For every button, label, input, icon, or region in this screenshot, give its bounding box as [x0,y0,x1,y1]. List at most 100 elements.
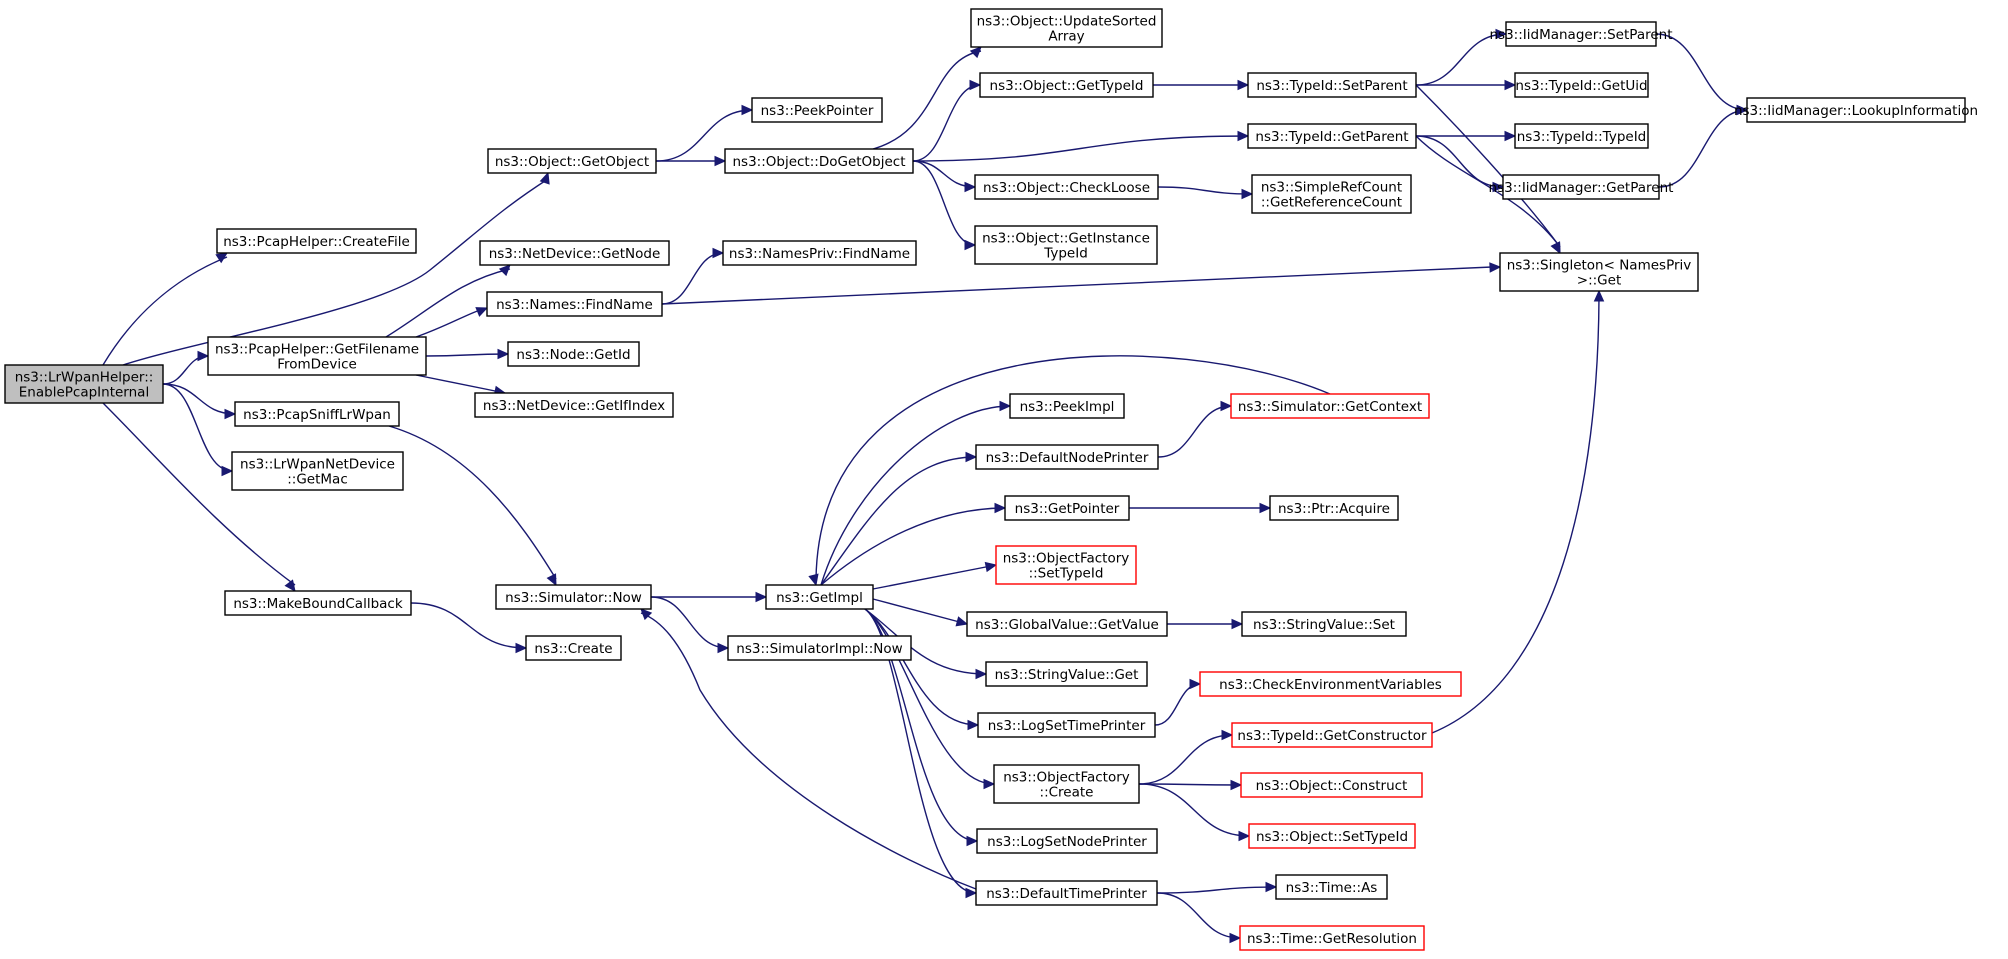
node-box[interactable] [525,635,622,661]
node-box[interactable] [1247,72,1417,98]
node-objSetTypeId[interactable]: ns3::Object::SetTypeId [1248,823,1416,849]
node-doGetObject[interactable]: ns3::Object::DoGetObject [724,148,914,174]
node-timeGetRes[interactable]: ns3::Time::GetResolution [1239,925,1425,951]
node-box[interactable] [216,228,417,254]
node-create[interactable]: ns3::Create [525,635,622,661]
node-box[interactable] [4,364,164,404]
node-pcapSniff[interactable]: ns3::PcapSniffLrWpan [234,401,400,427]
node-objConstruct[interactable]: ns3::Object::Construct [1240,772,1423,798]
node-ofSetTypeId[interactable]: ns3::ObjectFactory::SetTypeId [995,545,1137,585]
node-box[interactable] [975,444,1159,470]
node-box[interactable] [1746,97,1966,123]
node-namesPrivFind[interactable]: ns3::NamesPriv::FindName [722,240,917,266]
node-box[interactable] [1251,174,1412,214]
node-timeAs[interactable]: ns3::Time::As [1275,874,1388,900]
node-box[interactable] [977,712,1156,738]
node-box[interactable] [751,97,883,123]
node-box[interactable] [976,828,1158,854]
node-box[interactable] [1514,123,1649,149]
node-box[interactable] [1240,772,1423,798]
node-box[interactable] [1248,823,1416,849]
node-getMac[interactable]: ns3::LrWpanNetDevice::GetMac [231,451,404,491]
node-box[interactable] [985,661,1148,687]
node-getObject[interactable]: ns3::Object::GetObject [487,148,657,174]
node-defNodePrinter[interactable]: ns3::DefaultNodePrinter [975,444,1159,470]
node-box[interactable] [1241,611,1407,637]
node-getConstructor[interactable]: ns3::TypeId::GetConstructor [1231,722,1433,748]
node-box[interactable] [724,148,914,174]
node-box[interactable] [1514,72,1649,98]
node-box[interactable] [970,8,1163,48]
node-box[interactable] [1239,925,1425,951]
node-checkLoose[interactable]: ns3::Object::CheckLoose [974,174,1159,200]
node-box[interactable] [993,764,1140,804]
node-svGet[interactable]: ns3::StringValue::Get [985,661,1148,687]
node-box[interactable] [1499,252,1699,292]
node-box[interactable] [1009,393,1125,419]
node-box[interactable] [486,291,663,317]
node-box[interactable] [979,72,1154,98]
node-ndGetIfIndex[interactable]: ns3::NetDevice::GetIfIndex [474,392,674,418]
node-box[interactable] [474,392,674,418]
node-root[interactable]: ns3::LrWpanHelper::EnablePcapInternal [4,364,164,404]
node-checkEnv[interactable]: ns3::CheckEnvironmentVariables [1199,671,1462,697]
node-ptrAcquire[interactable]: ns3::Ptr::Acquire [1269,495,1399,521]
node-logSetNode[interactable]: ns3::LogSetNodePrinter [976,828,1158,854]
node-getContext[interactable]: ns3::Simulator::GetContext [1230,393,1430,419]
node-box[interactable] [507,341,640,367]
node-box[interactable] [1247,123,1417,149]
node-box[interactable] [974,225,1158,265]
node-box[interactable] [479,240,670,266]
node-namesFindName[interactable]: ns3::Names::FindName [486,291,663,317]
node-makeBound[interactable]: ns3::MakeBoundCallback [224,590,412,616]
node-box[interactable] [722,240,917,266]
node-box[interactable] [966,611,1168,637]
node-box[interactable] [1004,495,1130,521]
node-svSet[interactable]: ns3::StringValue::Set [1241,611,1407,637]
node-createFile[interactable]: ns3::PcapHelper::CreateFile [216,228,417,254]
node-box[interactable] [1199,671,1462,697]
node-box[interactable] [234,401,400,427]
node-getImpl[interactable]: ns3::GetImpl [765,584,874,610]
node-box[interactable] [974,174,1159,200]
node-simNow[interactable]: ns3::Simulator::Now [495,584,652,610]
node-iidSetParent[interactable]: ns3::IidManager::SetParent [1490,21,1673,47]
node-gvGetValue[interactable]: ns3::GlobalValue::GetValue [966,611,1168,637]
node-defTimePrinter[interactable]: ns3::DefaultTimePrinter [975,880,1158,906]
node-singletonGet[interactable]: ns3::Singleton< NamesPriv>::Get [1499,252,1699,292]
node-box[interactable] [1231,722,1433,748]
node-getRefCount[interactable]: ns3::SimpleRefCount::GetReferenceCount [1251,174,1412,214]
node-ndGetNode[interactable]: ns3::NetDevice::GetNode [479,240,670,266]
node-box[interactable] [727,635,912,661]
node-ofCreate[interactable]: ns3::ObjectFactory::Create [993,764,1140,804]
node-objGetTypeId[interactable]: ns3::Object::GetTypeId [979,72,1154,98]
node-box[interactable] [995,545,1137,585]
node-getPointer[interactable]: ns3::GetPointer [1004,495,1130,521]
node-tidGetUid[interactable]: ns3::TypeId::GetUid [1514,72,1649,98]
node-box[interactable] [224,590,412,616]
node-box[interactable] [1502,174,1660,200]
node-tidSetParent[interactable]: ns3::TypeId::SetParent [1247,72,1417,98]
node-box[interactable] [765,584,874,610]
node-nodeGetId[interactable]: ns3::Node::GetId [507,341,640,367]
node-peekImpl[interactable]: ns3::PeekImpl [1009,393,1125,419]
node-box[interactable] [1275,874,1388,900]
node-tidGetParent[interactable]: ns3::TypeId::GetParent [1247,123,1417,149]
node-logSetTime[interactable]: ns3::LogSetTimePrinter [977,712,1156,738]
node-box[interactable] [495,584,652,610]
node-box[interactable] [1269,495,1399,521]
node-simImplNow[interactable]: ns3::SimulatorImpl::Now [727,635,912,661]
node-box[interactable] [207,336,427,376]
node-box[interactable] [1505,21,1657,47]
node-iidGetParent[interactable]: ns3::IidManager::GetParent [1489,174,1674,200]
node-lookupInfo[interactable]: ns3::IidManager::LookupInformation [1734,97,1978,123]
node-tidTypeId[interactable]: ns3::TypeId::TypeId [1514,123,1649,149]
node-box[interactable] [231,451,404,491]
node-box[interactable] [487,148,657,174]
node-peekPointer[interactable]: ns3::PeekPointer [751,97,883,123]
node-box[interactable] [1230,393,1430,419]
node-box[interactable] [975,880,1158,906]
